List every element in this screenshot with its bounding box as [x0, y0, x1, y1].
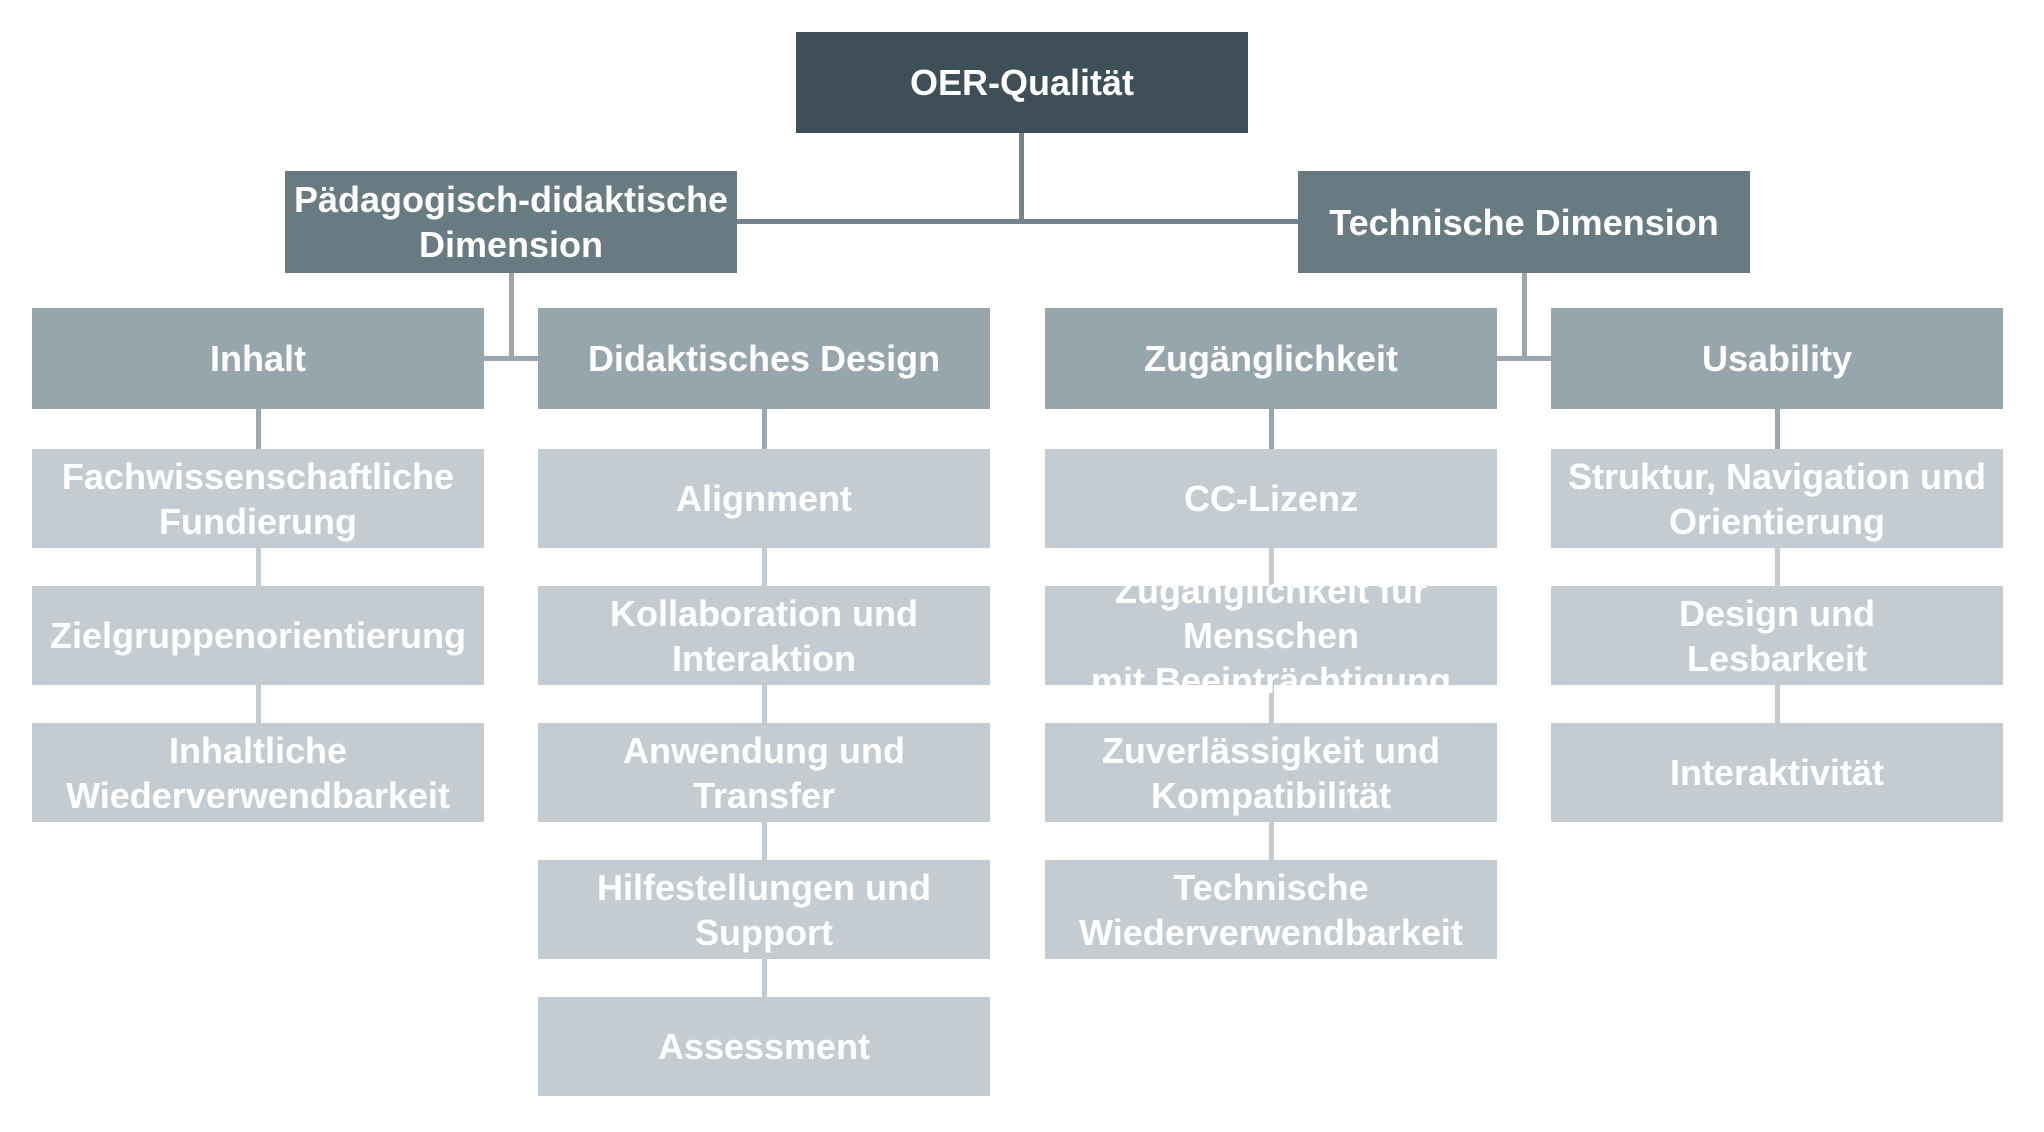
node-oer-qualitaet: OER-Qualität [796, 32, 1248, 133]
node-zuverlaessigkeit-und-kompatibilitaet: Zuverlässigkeit und Kompatibilität [1045, 723, 1497, 822]
connector-header-drop-col1 [256, 409, 261, 449]
connector-col1-gap1 [256, 548, 261, 586]
node-assessment: Assessment [538, 997, 990, 1096]
connector-technische-drop [1522, 273, 1527, 359]
node-zugaenglichkeit-fuer-menschen-mit-beeintraechtigung: Zugänglichkeit für Menschen mit Beeinträ… [1045, 570, 1497, 701]
connector-col2-gap3 [762, 822, 767, 860]
connector-col2-gap1 [762, 548, 767, 586]
connector-header-drop-col4 [1775, 409, 1780, 449]
header-usability: Usability [1551, 308, 2003, 409]
node-zielgruppenorientierung: Zielgruppenorientierung [32, 586, 484, 685]
header-zugaenglichkeit: Zugänglichkeit [1045, 308, 1497, 409]
node-interaktivitaet: Interaktivität [1551, 723, 2003, 822]
connector-col3-gap2 [1269, 685, 1274, 723]
connector-header-drop-col3 [1269, 409, 1274, 449]
node-struktur-navigation-und-orientierung: Struktur, Navigation und Orientierung [1551, 449, 2003, 548]
connector-header-drop-col2 [762, 409, 767, 449]
node-paedagogisch-didaktische-dimension: Pädagogisch-didaktische Dimension [285, 171, 737, 273]
node-anwendung-und-transfer: Anwendung und Transfer [538, 723, 990, 822]
connector-col3-gap3 [1269, 822, 1274, 860]
connector-col3-gap1 [1269, 548, 1274, 586]
node-inhaltliche-wiederverwendbarkeit: Inhaltliche Wiederverwendbarkeit [32, 723, 484, 822]
connector-col2-gap2 [762, 685, 767, 723]
connector-col2-gap4 [762, 959, 767, 997]
node-cc-lizenz: CC-Lizenz [1045, 449, 1497, 548]
connector-paedagogisch-drop [509, 273, 514, 359]
connector-col1-gap2 [256, 685, 261, 723]
node-design-und-lesbarkeit: Design und Lesbarkeit [1551, 586, 2003, 685]
header-inhalt: Inhalt [32, 308, 484, 409]
connector-col4-gap1 [1775, 548, 1780, 586]
node-fachwissenschaftliche-fundierung: Fachwissenschaftliche Fundierung [32, 449, 484, 548]
node-hilfestellungen-und-support: Hilfestellungen und Support [538, 860, 990, 959]
connector-technische-stub [1497, 356, 1551, 361]
node-alignment: Alignment [538, 449, 990, 548]
node-kollaboration-und-interaktion: Kollaboration und Interaktion [538, 586, 990, 685]
connector-dimensions-horizontal [737, 219, 1298, 224]
connector-root-drop [1019, 133, 1024, 224]
node-technische-wiederverwendbarkeit: Technische Wiederverwendbarkeit [1045, 860, 1497, 959]
header-didaktisches-design: Didaktisches Design [538, 308, 990, 409]
connector-paedagogisch-stub [484, 356, 538, 361]
node-technische-dimension: Technische Dimension [1298, 171, 1750, 273]
connector-col4-gap2 [1775, 685, 1780, 723]
